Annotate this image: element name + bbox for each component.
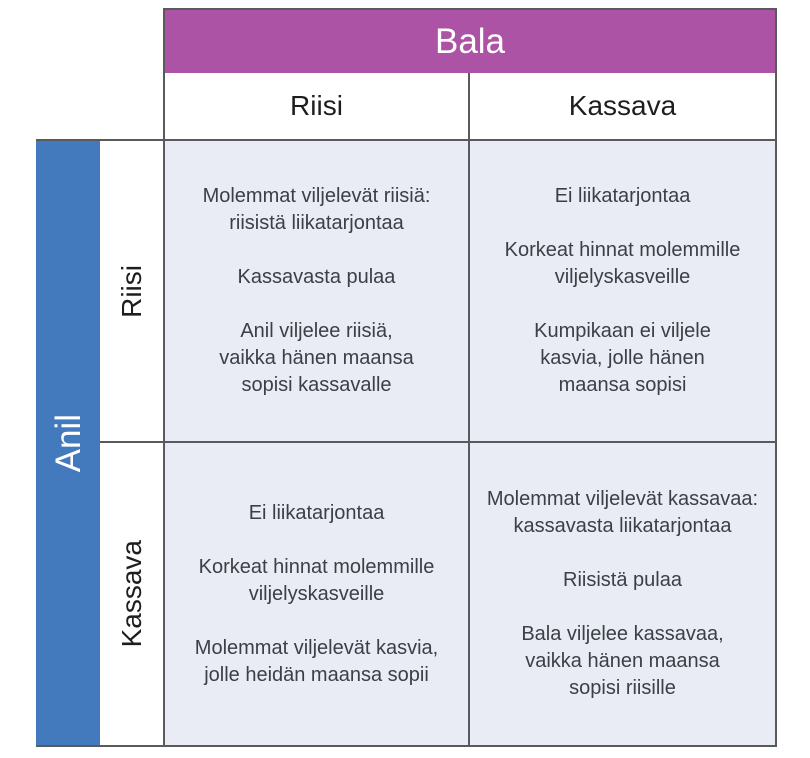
row-header-kassava-label: Kassava: [115, 540, 147, 648]
column-header-riisi: Riisi: [290, 90, 343, 121]
column-player-header: Bala: [163, 8, 777, 73]
cell-kassava-riisi: Ei liikatarjontaa Korkeat hinnat molemmi…: [165, 441, 468, 745]
row-header-riisi: Riisi: [100, 141, 165, 441]
column-header-kassava: Kassava: [468, 73, 775, 139]
cell-paragraph: Kumpikaan ei viljele kasvia, jolle hänen…: [534, 320, 711, 396]
cell-paragraph: Molemmat viljelevät riisiä: riisistä lii…: [202, 185, 431, 234]
cell-paragraph: Molemmat viljelevät kassavaa: kassavasta…: [486, 488, 759, 537]
cell-paragraph: Korkeat hinnat molemmille viljelyskasvei…: [198, 555, 435, 605]
cell-paragraph: Bala viljelee kassavaa, vaikka hänen maa…: [521, 623, 724, 699]
cell-paragraph: Anil viljelee riisiä, vaikka hänen maans…: [219, 320, 414, 396]
column-strategy-headers: Riisi Kassava: [163, 73, 777, 139]
row-player-header: Anil: [36, 141, 100, 745]
cell-paragraph: Ei liikatarjontaa: [554, 185, 691, 207]
row-header-kassava: Kassava: [100, 441, 165, 745]
cell-paragraph: Riisistä pulaa: [563, 569, 682, 591]
row-header-riisi-label: Riisi: [115, 264, 147, 318]
cell-kassava-kassava: Molemmat viljelevät kassavaa: kassavasta…: [468, 441, 775, 745]
matrix-body: Anil Riisi Molemmat viljelevät riisiä: r…: [36, 139, 777, 747]
cell-paragraph: Molemmat viljelevät kasvia, jolle heidän…: [194, 636, 439, 686]
cell-paragraph: Korkeat hinnat molemmille viljelyskasvei…: [504, 239, 741, 288]
cell-paragraph: Kassavasta pulaa: [237, 266, 396, 288]
cell-paragraph: Ei liikatarjontaa: [248, 501, 385, 524]
row-player-label: Anil: [48, 413, 88, 473]
cell-riisi-kassava: Ei liikatarjontaa Korkeat hinnat molemmi…: [468, 141, 775, 441]
cell-riisi-riisi: Molemmat viljelevät riisiä: riisistä lii…: [165, 141, 468, 441]
matrix-grid: Riisi Molemmat viljelevät riisiä: riisis…: [100, 141, 775, 745]
